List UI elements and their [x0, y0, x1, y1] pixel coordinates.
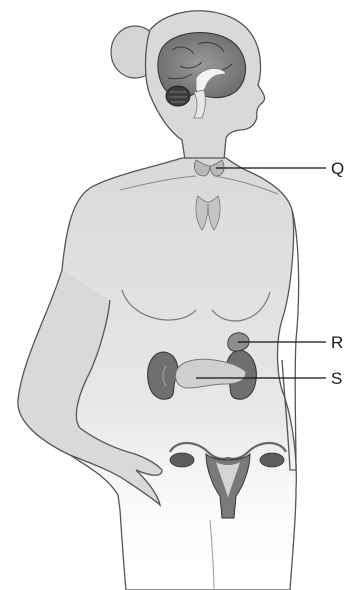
- ovary-right: [260, 453, 284, 467]
- label-q: Q: [331, 159, 344, 178]
- label-s: S: [331, 369, 342, 388]
- label-r: R: [331, 333, 343, 352]
- cerebellum: [166, 86, 190, 106]
- body-silhouette: [18, 11, 299, 590]
- kidney-left: [148, 352, 178, 399]
- ovary-left: [170, 453, 194, 467]
